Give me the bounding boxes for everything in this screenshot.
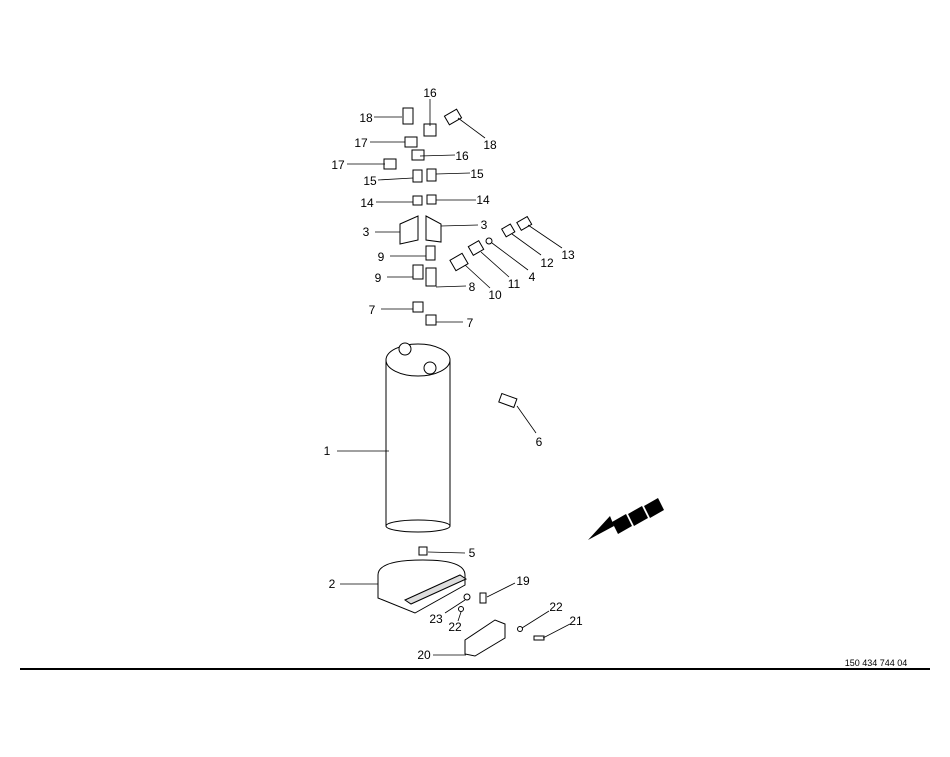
callout-9: 9 <box>375 271 382 285</box>
callout-3: 3 <box>481 218 488 232</box>
callout-3: 3 <box>363 225 370 239</box>
callout-labels: 18 16 18 17 16 17 15 15 14 14 3 3 9 9 8 … <box>324 86 583 662</box>
callout-17: 17 <box>354 136 368 150</box>
mounting-strap <box>377 546 545 657</box>
callout-17: 17 <box>331 158 345 172</box>
callout-12: 12 <box>540 256 554 270</box>
callout-6: 6 <box>536 435 543 449</box>
callout-21: 21 <box>569 614 583 628</box>
callout-18: 18 <box>483 138 497 152</box>
callout-13: 13 <box>561 248 575 262</box>
callout-7: 7 <box>369 303 376 317</box>
callout-14: 14 <box>360 196 374 210</box>
reservoir-tank <box>385 342 451 533</box>
callout-8: 8 <box>469 280 476 294</box>
callout-23: 23 <box>429 612 443 626</box>
callout-19: 19 <box>516 574 530 588</box>
callout-2: 2 <box>329 577 336 591</box>
callout-11: 11 <box>508 277 521 291</box>
callout-22: 22 <box>549 600 563 614</box>
callout-14: 14 <box>476 193 490 207</box>
direction-arrow <box>588 498 664 540</box>
fitting-6 <box>498 392 518 409</box>
callout-4: 4 <box>529 270 536 284</box>
callout-22: 22 <box>448 620 462 634</box>
drawing-number: 150 434 744 04 <box>845 658 908 668</box>
callout-5: 5 <box>469 546 476 560</box>
callout-1: 1 <box>324 444 331 458</box>
callout-20: 20 <box>417 648 431 662</box>
callout-18: 18 <box>359 111 373 125</box>
callout-10: 10 <box>488 288 502 302</box>
fittings-group <box>383 107 533 326</box>
callout-15: 15 <box>470 167 484 181</box>
callout-16: 16 <box>455 149 469 163</box>
callout-7: 7 <box>467 316 474 330</box>
callout-9: 9 <box>378 250 385 264</box>
callout-16: 16 <box>423 86 437 100</box>
callout-15: 15 <box>363 174 377 188</box>
leader-lines <box>337 99 571 656</box>
